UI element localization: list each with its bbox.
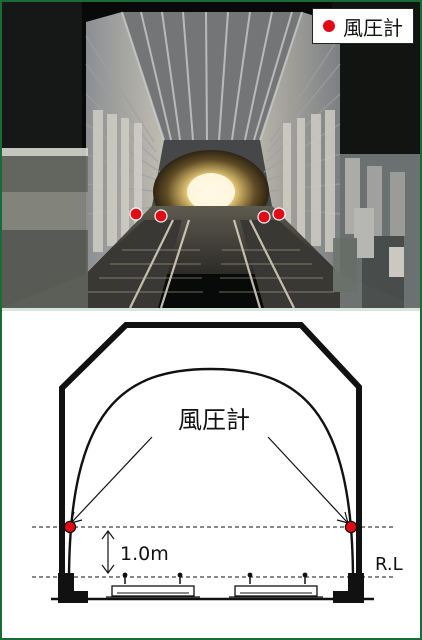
tunnel-photo: 風圧計 <box>2 2 420 308</box>
red-dot-icon <box>323 20 335 32</box>
left-callout-line <box>71 436 153 523</box>
right-callout-line <box>267 436 348 523</box>
photo-sensor-marker <box>154 209 168 223</box>
right-foot-plate <box>333 591 351 603</box>
photo-sensor-marker <box>272 207 286 221</box>
section-divider <box>2 308 420 311</box>
photo-legend: 風圧計 <box>312 8 414 44</box>
outer-shell-outline <box>59 322 362 576</box>
photo-sensor-marker <box>129 207 143 221</box>
callout-label: 風圧計 <box>178 406 250 434</box>
right-pressure-sensor <box>344 520 358 534</box>
legend-label: 風圧計 <box>343 15 403 40</box>
left-pressure-sensor <box>63 520 77 534</box>
cross-section-graphic: 風圧計 1.0m R.L <box>2 311 420 638</box>
left-foot-plate <box>70 591 88 603</box>
reference-level-label: R.L <box>375 554 403 575</box>
distance-arrow-top <box>101 530 115 540</box>
photo-sensor-marker <box>257 210 271 224</box>
inner-tunnel-outline <box>67 367 355 582</box>
distance-arrow-bottom <box>101 564 115 574</box>
left-track-assembly <box>106 572 200 598</box>
right-track-assembly <box>229 572 323 598</box>
right-foot-block <box>348 573 364 603</box>
cross-section-diagram: 風圧計 1.0m R.L <box>2 311 420 638</box>
tunnel-photo-graphic <box>2 2 420 308</box>
distance-label: 1.0m <box>120 543 169 565</box>
